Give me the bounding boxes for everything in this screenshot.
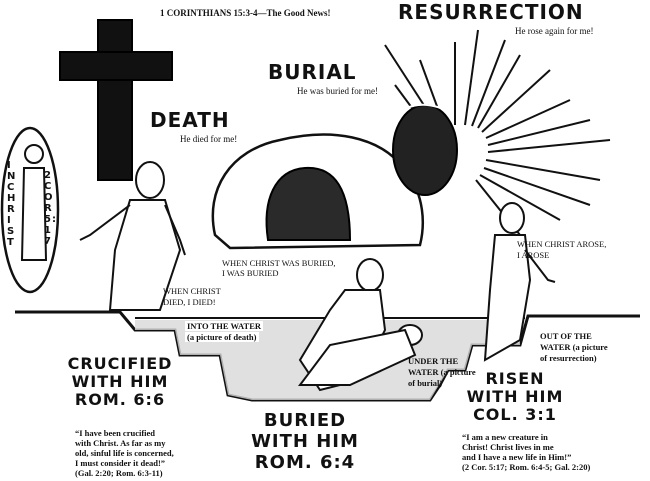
- death-subtitle: He died for me!: [180, 134, 238, 144]
- risen-heading: RISEN WITH HIM COL. 3:1: [455, 370, 575, 424]
- in-christ-label: IN CHRIST: [7, 160, 17, 248]
- resurrection-title: RESURRECTION: [398, 0, 584, 24]
- resurrection-subtitle: He rose again for me!: [515, 26, 594, 36]
- caption-buried-1: WHEN CHRIST WAS BURIED,: [222, 258, 336, 268]
- buried-line3: ROM. 6:4: [254, 452, 356, 473]
- in-christ-figure: [0, 126, 60, 294]
- risen-line2: WITH HIM: [466, 387, 564, 406]
- rising-man-figure: [483, 202, 556, 362]
- crucified-heading: CRUCIFIED WITH HIM ROM. 6:6: [60, 355, 180, 409]
- risen-quote-3: and I have a new life in Him!”: [462, 452, 572, 462]
- risen-line3: COL. 3:1: [473, 405, 557, 424]
- crucified-quote-3: old, sinful life is concerned,: [75, 448, 174, 458]
- risen-quote-4: (2 Cor. 5:17; Rom. 6:4-5; Gal. 2:20): [462, 462, 591, 472]
- crucified-quote-1: “I have been crucified: [75, 428, 156, 438]
- into-water-1: INTO THE WATER: [185, 321, 264, 331]
- baptism-figures: [298, 258, 423, 392]
- buried-line2: WITH HIM: [251, 431, 359, 452]
- buried-line1: BURIED: [263, 410, 347, 431]
- crucified-line3: ROM. 6:6: [74, 390, 166, 409]
- buried-heading: BURIED WITH HIM ROM. 6:4: [240, 410, 370, 473]
- out-water-1: OUT OF THE: [540, 331, 592, 341]
- walking-man-figure: [79, 161, 186, 311]
- scripture-reference: 1 CORINTHIANS 15:3-4—The Good News!: [160, 8, 331, 18]
- under-water-2: WATER (a picture: [408, 367, 476, 377]
- risen-quote-1: “I am a new creature in: [462, 432, 548, 442]
- crucified-quote: “I have been crucified with Christ. As f…: [75, 428, 215, 478]
- risen-quote-2: Christ! Christ lives in me: [462, 442, 554, 452]
- burial-subtitle: He was buried for me!: [297, 86, 378, 96]
- out-water-2: WATER (a picture: [540, 342, 608, 352]
- under-water-1: UNDER THE: [408, 356, 459, 366]
- crucified-line1: CRUCIFIED: [67, 354, 173, 373]
- caption-arose-2: I AROSE: [517, 250, 550, 260]
- death-title: DEATH: [150, 108, 230, 132]
- tomb-icon: [211, 103, 458, 250]
- cross-icon: [59, 19, 173, 181]
- into-water-2: (a picture of death): [185, 332, 259, 342]
- caption-arose-1: WHEN CHRIST AROSE,: [517, 239, 607, 249]
- crucified-quote-5: (Gal. 2:20; Rom. 6:3-11): [75, 468, 163, 478]
- caption-died-1: WHEN CHRIST: [163, 286, 221, 296]
- under-water-3: of burial): [408, 378, 443, 388]
- risen-line1: RISEN: [485, 369, 545, 388]
- crucified-quote-4: I must consider it dead!”: [75, 458, 166, 468]
- caption-buried-2: I WAS BURIED: [222, 268, 279, 278]
- out-water-3: of resurrection): [540, 353, 597, 363]
- in-christ-reference: 2 COR 5:17: [44, 170, 57, 247]
- crucified-line2: WITH HIM: [71, 372, 169, 391]
- burial-title: BURIAL: [268, 60, 357, 84]
- caption-died-2: DIED, I DIED!: [163, 297, 216, 307]
- risen-quote: “I am a new creature in Christ! Christ l…: [462, 432, 642, 472]
- crucified-quote-2: with Christ. As far as my: [75, 438, 166, 448]
